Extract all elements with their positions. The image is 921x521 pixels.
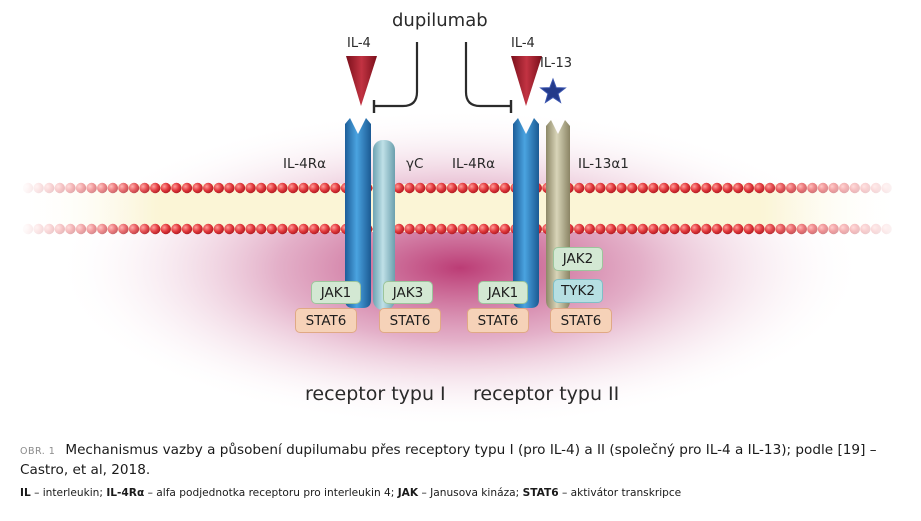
legend-key-il4ra: IL-4Rα bbox=[106, 487, 145, 499]
dupilumab-inhibitor-line-left bbox=[374, 42, 419, 108]
il4ra-label-right: IL-4Rα bbox=[452, 156, 496, 172]
dupilumab-label: dupilumab bbox=[392, 10, 488, 31]
jak1-box-left: JAK1 bbox=[311, 281, 361, 304]
stat6-box-2: STAT6 bbox=[379, 308, 441, 333]
figure-number: OBR. 1 bbox=[20, 446, 56, 457]
membrane-edge-fade bbox=[20, 176, 900, 240]
diagram: dupilumab IL-4 IL-4 IL-13 IL-4Rα γC IL-4… bbox=[20, 10, 900, 428]
legend-key-jak: JAK bbox=[397, 487, 419, 499]
stat6-box-4: STAT6 bbox=[550, 308, 612, 333]
il4ra-label-left: IL-4Rα bbox=[283, 156, 327, 172]
gamma-c-label: γC bbox=[406, 156, 424, 172]
tyk2-box: TYK2 bbox=[553, 279, 603, 303]
caption-text: Mechanismus vazby a působení dupilumabu … bbox=[20, 442, 877, 478]
il4ra-chain-type1 bbox=[345, 118, 371, 308]
il13-label: IL-13 bbox=[540, 56, 573, 71]
legend-desc-stat6: – aktivátor transkripce bbox=[558, 487, 682, 499]
il4-label-left: IL-4 bbox=[347, 36, 371, 51]
il13-ligand-star bbox=[539, 77, 567, 104]
jak1-box-right: JAK1 bbox=[478, 281, 528, 304]
legend-key-il: IL bbox=[20, 487, 31, 499]
il13a1-label: IL-13α1 bbox=[578, 156, 629, 172]
legend-desc-il4ra: – alfa podjednotka receptoru pro interle… bbox=[144, 487, 398, 499]
jak3-box: JAK3 bbox=[383, 281, 433, 304]
receptor-type1-label: receptor typu I bbox=[305, 383, 446, 405]
il4ra-chain-type2 bbox=[513, 118, 539, 308]
legend-desc-il: – interleukin; bbox=[30, 487, 107, 499]
receptor-type2-label: receptor typu II bbox=[473, 383, 620, 405]
diagram-canvas bbox=[20, 42, 900, 428]
stat6-box-1: STAT6 bbox=[295, 308, 357, 333]
abbreviation-legend: IL – interleukin; IL-4Rα – alfa podjedno… bbox=[20, 487, 910, 499]
il4-ligand-right-cone bbox=[511, 56, 542, 106]
il4-ligand-left-cone bbox=[346, 56, 377, 106]
legend-desc-jak: – Janusova kináza; bbox=[418, 487, 523, 499]
jak2-box: JAK2 bbox=[553, 247, 603, 271]
stat6-box-3: STAT6 bbox=[467, 308, 529, 333]
gamma-c-chain bbox=[373, 140, 395, 310]
dupilumab-inhibitor-line-right bbox=[464, 42, 511, 108]
legend-key-stat6: STAT6 bbox=[522, 487, 559, 499]
il4-label-right: IL-4 bbox=[511, 36, 535, 51]
